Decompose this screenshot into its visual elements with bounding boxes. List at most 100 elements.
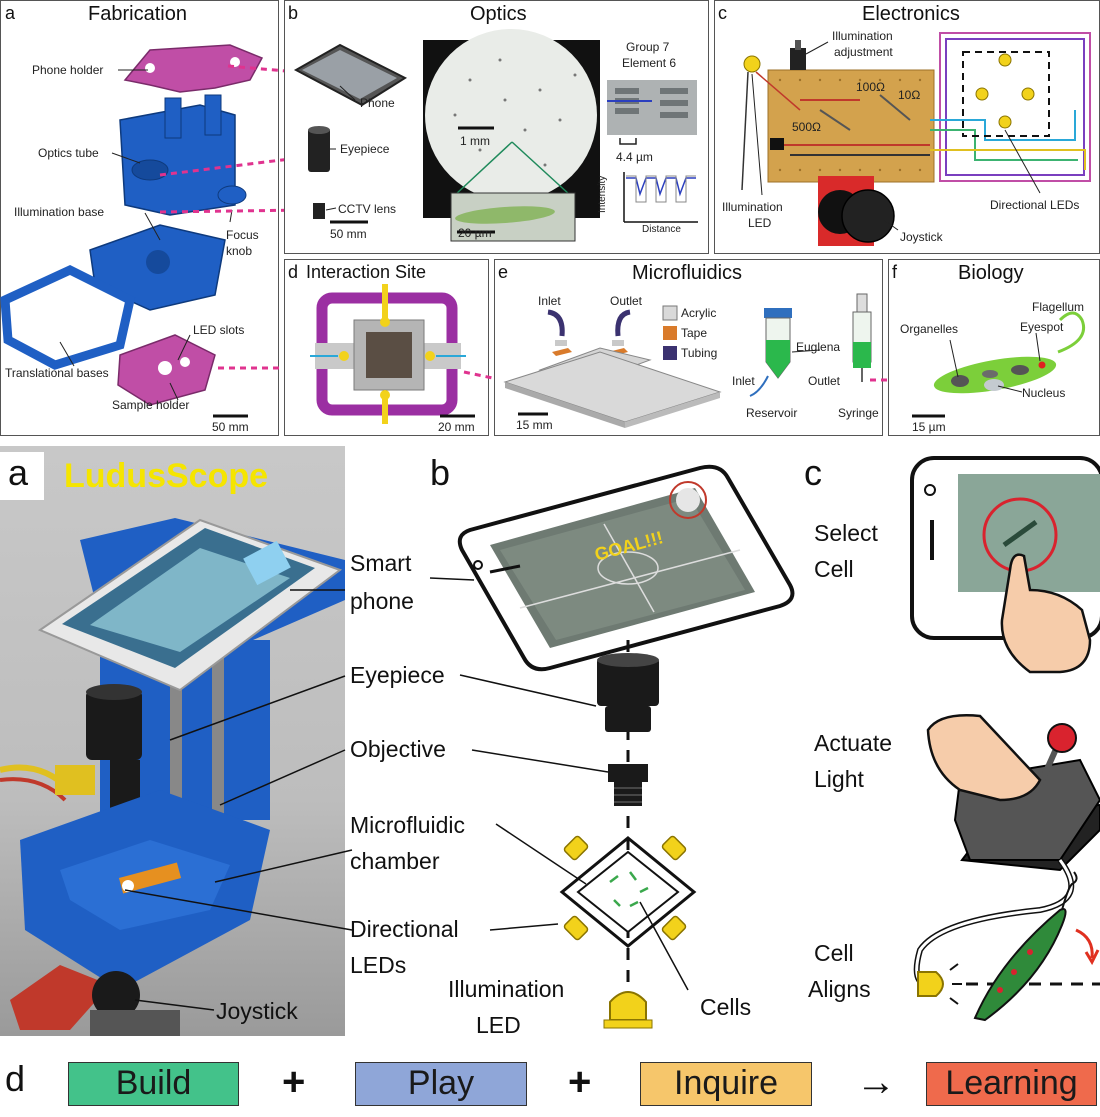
scale-interaction-site: 20 mm <box>438 420 475 434</box>
aligning-cell <box>973 908 1067 1022</box>
illumination-led-shape <box>743 55 761 73</box>
label-translational-bases: Translational bases <box>5 366 109 380</box>
panel-title-electronics: Electronics <box>862 3 960 25</box>
label-select-1: Select <box>814 520 878 546</box>
scale-biology: 15 µm <box>912 420 946 434</box>
field-of-view <box>425 29 597 201</box>
intensity-curve <box>626 177 696 197</box>
label-illumination-led-2: LED <box>748 216 772 230</box>
finger-hand <box>1000 553 1092 674</box>
label-aligns-1: Cell <box>814 940 854 966</box>
label-illumination-1: Illumination <box>448 976 565 1002</box>
legend-acrylic: Acrylic <box>681 306 717 320</box>
label-illumination-2: LED <box>476 1012 521 1038</box>
panel-biology <box>888 259 1100 436</box>
label-euglena: Euglena <box>796 340 841 354</box>
panel-letter-c-bottom: c <box>804 452 822 493</box>
label-eyepiece-top: Eyepiece <box>340 142 390 156</box>
legend-tubing: Tubing <box>681 346 718 360</box>
label-sample-holder: Sample holder <box>112 398 190 412</box>
label-illumination-base: Illumination base <box>14 205 105 219</box>
label-select-2: Cell <box>814 556 854 582</box>
label-joystick-bottom: Joystick <box>216 998 298 1024</box>
label-led-slots: LED slots <box>193 323 245 337</box>
panel-title-biology: Biology <box>958 262 1024 284</box>
label-actuate-1: Actuate <box>814 730 892 756</box>
label-phone: Phone <box>360 96 395 110</box>
label-cctv-lens: CCTV lens <box>338 202 397 216</box>
panel-letter-e-top: e <box>498 262 509 282</box>
label-eyespot: Eyespot <box>1020 320 1064 334</box>
panel-letter-d-top: d <box>288 262 299 282</box>
label-actuate-2: Light <box>814 766 864 792</box>
label-optics-tube: Optics tube <box>38 146 99 160</box>
panel-letter-b-bottom: b <box>430 452 451 493</box>
label-distance: Distance <box>642 224 681 235</box>
legend-tape: Tape <box>681 326 708 340</box>
label-outlet-top: Outlet <box>610 294 643 308</box>
label-directional-2: LEDs <box>350 952 407 978</box>
label-element-6: Element 6 <box>622 56 677 70</box>
translational-base-shape <box>0 265 136 370</box>
label-cells: Cells <box>700 994 752 1020</box>
cctv-lens-shape <box>313 203 325 219</box>
label-organelles: Organelles <box>900 322 959 336</box>
operator-plus-2: + <box>568 1060 592 1104</box>
label-group-7: Group 7 <box>626 40 670 54</box>
step-inquire: Inquire <box>640 1062 812 1106</box>
step-learning: Learning <box>926 1062 1097 1106</box>
label-focus-knob-1: Focus <box>226 228 259 242</box>
label-r10: 10Ω <box>898 88 921 102</box>
photo-joystick-knob <box>92 971 140 1019</box>
panel-letter-f-top: f <box>892 262 898 282</box>
step-play: Play <box>355 1062 527 1106</box>
label-microfluidic-1: Microfluidic <box>350 812 466 838</box>
schematic-illumination-led <box>609 991 647 1021</box>
panel-letter-d-bottom: d <box>5 1058 26 1099</box>
label-microfluidic-2: chamber <box>350 848 440 874</box>
label-r500: 500Ω <box>792 120 821 134</box>
step-build: Build <box>68 1062 239 1106</box>
operator-plus-1: + <box>282 1060 306 1104</box>
label-directional-leds: Directional LEDs <box>990 198 1080 212</box>
scale-fabrication: 50 mm <box>212 420 249 434</box>
scale-optics-cell: 20 µm <box>458 226 492 240</box>
label-width: 4.4 µm <box>616 150 653 164</box>
ludusscope-brand: LudusScope <box>64 457 269 495</box>
scale-microfluidics: 15 mm <box>516 418 553 432</box>
label-illum-adjust-2: adjustment <box>834 45 893 59</box>
label-outlet-syringe: Outlet <box>808 374 841 388</box>
label-reservoir: Reservoir <box>746 406 798 420</box>
label-aligns-2: Aligns <box>808 976 871 1002</box>
label-illumination-led-1: Illumination <box>722 200 783 214</box>
label-smartphone-2: phone <box>350 588 414 614</box>
label-illum-adjust-1: Illumination <box>832 29 893 43</box>
scale-optics-left: 50 mm <box>330 227 367 241</box>
label-r100: 100Ω <box>856 80 885 94</box>
panel-letter-a-bottom: a <box>8 452 29 493</box>
label-objective: Objective <box>350 736 446 762</box>
panel-title-microfluidics: Microfluidics <box>632 262 743 284</box>
label-directional-1: Directional <box>350 916 459 942</box>
panel-title-fabrication: Fabrication <box>88 3 187 25</box>
label-inlet-reservoir: Inlet <box>732 374 755 388</box>
eyepiece-shape <box>308 128 330 172</box>
label-smartphone-1: Smart <box>350 550 412 576</box>
label-inlet-top: Inlet <box>538 294 561 308</box>
joystick-hand <box>926 714 1042 802</box>
label-focus-knob-2: knob <box>226 244 253 258</box>
label-nucleus: Nucleus <box>1022 386 1066 400</box>
panel-letter-c-top: c <box>718 3 727 23</box>
panel-letter-a-bottom-box <box>0 452 44 500</box>
label-phone-holder: Phone holder <box>32 63 104 77</box>
scale-optics-field: 1 mm <box>460 134 490 148</box>
panel-letter-a-top: a <box>5 3 16 23</box>
